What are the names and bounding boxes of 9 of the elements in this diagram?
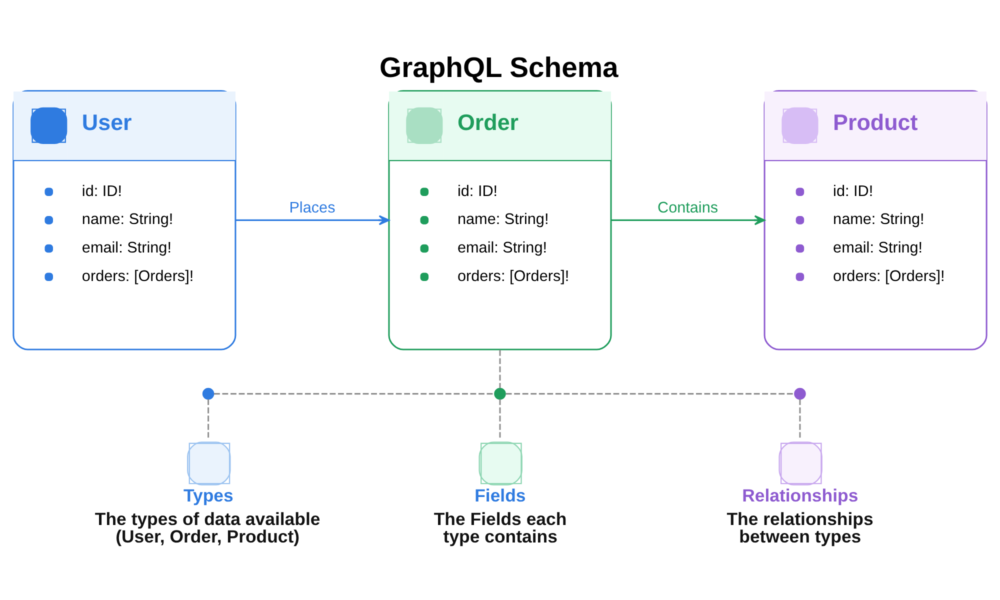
node-label: Fields [474, 484, 526, 505]
edge-label: Contains [657, 198, 718, 216]
node-label: The relationships between types [726, 508, 874, 546]
node-label: Relationships [742, 484, 858, 505]
diagram-title: GraphQL Schema [380, 51, 618, 84]
node-label: Types [184, 484, 234, 505]
node-label: The types of data available (User, Order, Product) [94, 508, 320, 546]
node-label: The Fields each type contains [434, 508, 567, 546]
edge-label: Places [289, 198, 336, 216]
